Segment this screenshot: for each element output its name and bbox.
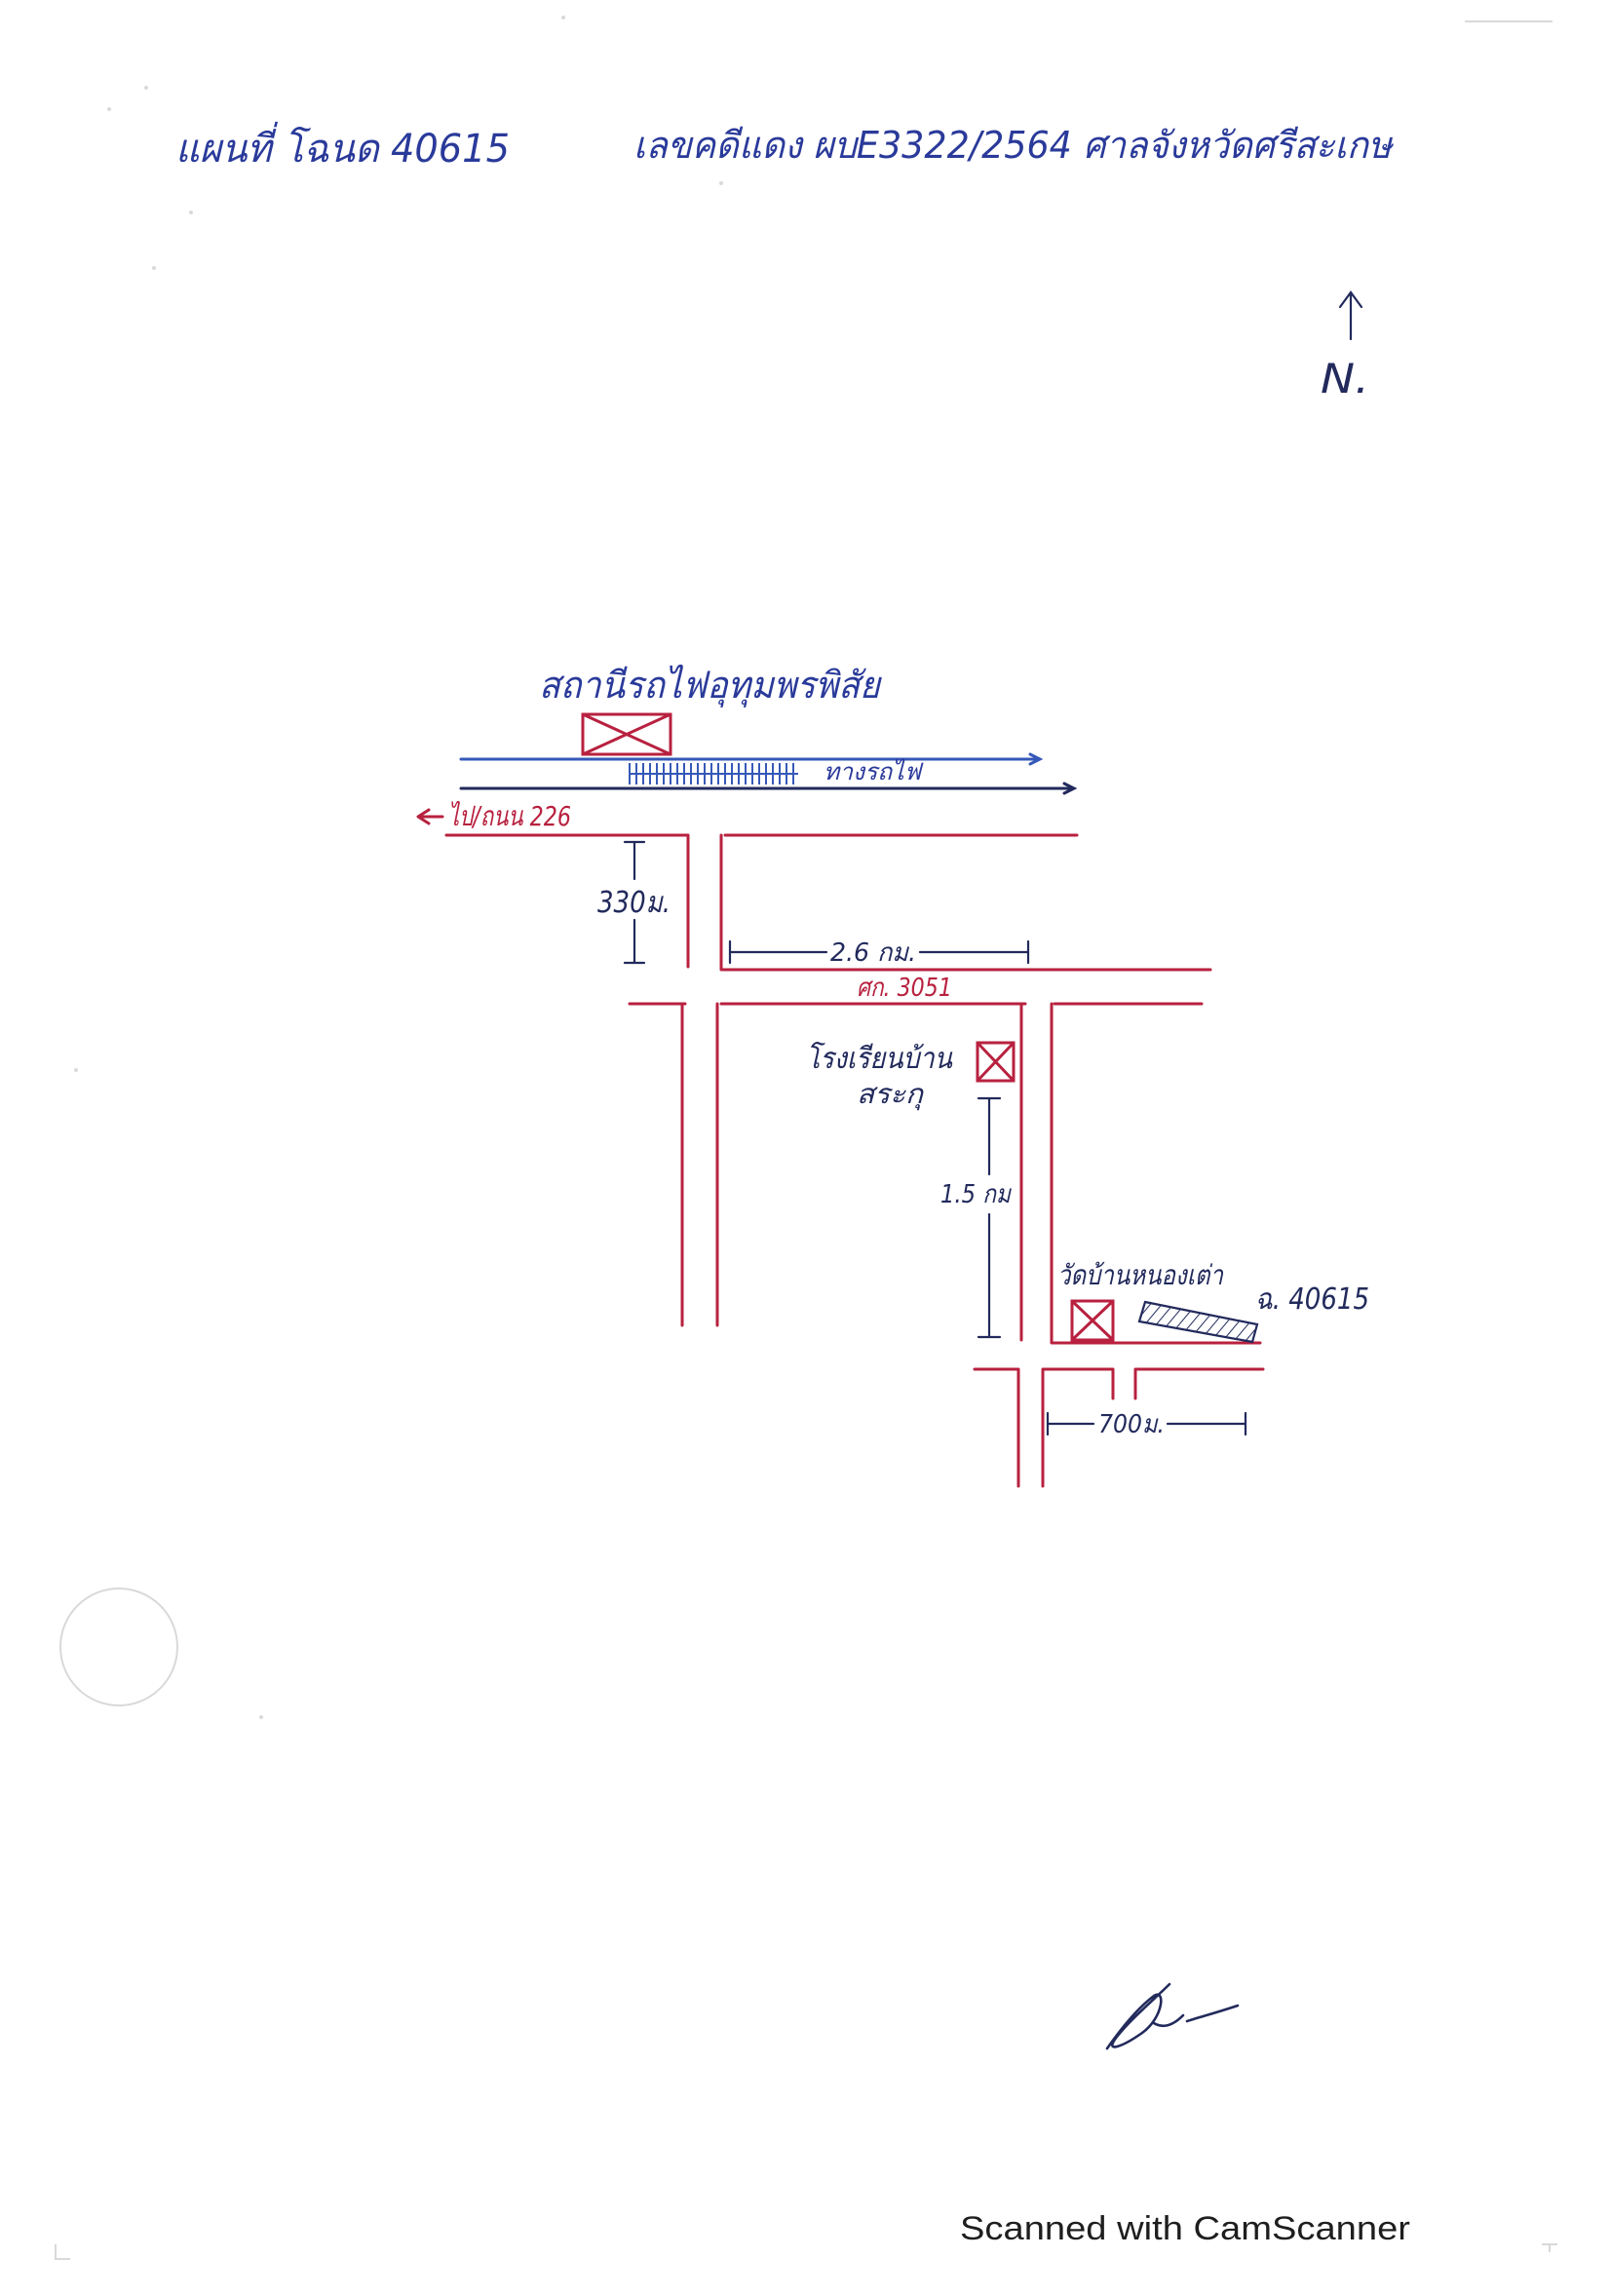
land-parcel: ฉ. 40615: [1137, 1282, 1369, 1344]
school-name-line1: โรงเรียนบ้าน: [806, 1041, 953, 1076]
temple-name: วัดบ้านหนองเต่า: [1057, 1259, 1224, 1291]
page-title: แผนที่ โฉนด 40615: [175, 121, 510, 172]
distance-label-2-6km: 2.6 กม.: [830, 938, 916, 968]
scan-artifact-ring: [59, 1588, 178, 1706]
road-3051-label: ศก. 3051: [857, 974, 952, 1003]
scan-speck: [152, 266, 156, 270]
temple-marker-cross: [1070, 1299, 1115, 1342]
school-name-line2: สระกุ: [857, 1078, 925, 1111]
railway-track-label: ทางรถไฟ: [824, 758, 924, 785]
distance-label-1-5km: 1.5 กม: [940, 1180, 1013, 1209]
distance-annotations: 330ม. 2.6 กม. 1.5 กม 700ม.: [597, 840, 1247, 1439]
station-name: สถานีรถไฟอุทุมพรพิสัย: [539, 664, 883, 708]
dimension-line-330m: [623, 840, 646, 965]
lower-junction-edges: [973, 1367, 1265, 1488]
distance-label-700m: 700ม.: [1098, 1410, 1165, 1439]
railway: สถานีรถไฟอุทุมพรพิสัย ทางรถไฟ: [459, 664, 1078, 795]
school-marker-cross: [976, 1041, 1016, 1083]
scan-artifact-corner-mark: [55, 2244, 70, 2260]
railway-north-rail: [459, 752, 1044, 766]
temple-road-edges: [1019, 1002, 1262, 1345]
railway-ties: [629, 763, 798, 784]
station-marker-cross: [582, 712, 671, 756]
scan-speck: [144, 86, 148, 90]
scan-speck: [719, 181, 723, 185]
south-road-edges: [680, 1002, 719, 1327]
school-marker-box: [976, 1041, 1016, 1083]
school-marker-icon: [976, 1041, 1016, 1083]
north-arrow-icon: [1338, 290, 1363, 341]
road-network: ศก. 3051: [444, 833, 1265, 1488]
railway-south-rail: [459, 782, 1078, 795]
north-indicator: N.: [1321, 290, 1369, 402]
scan-speck: [189, 210, 193, 214]
station-marker-icon: [581, 712, 672, 756]
case-reference: เลขคดีแดง ผบE3322/2564 ศาลจังหวัดศรีสะเก…: [633, 124, 1395, 167]
dimension-line-700m: [1046, 1411, 1247, 1436]
temple-landmark: วัดบ้านหนองเต่า: [1057, 1259, 1224, 1342]
scan-speck: [561, 16, 565, 19]
north-label: N.: [1321, 355, 1369, 402]
scan-artifact-corner-mark: [1542, 2243, 1557, 2252]
highway-direction-label: ไป/ถนน 226: [448, 800, 571, 832]
scan-speck: [107, 107, 111, 111]
dimension-line-1-5km: [977, 1096, 1002, 1339]
station-marker-box: [581, 712, 672, 756]
highway-direction: ไป/ถนน 226: [416, 800, 571, 832]
temple-marker-icon: [1070, 1299, 1115, 1342]
spur-road-east-edge: [719, 833, 1212, 972]
left-arrow-icon: [416, 808, 444, 825]
parcel-label: ฉ. 40615: [1255, 1282, 1369, 1317]
temple-marker-box: [1070, 1299, 1115, 1342]
dimension-line-2-6km: [728, 939, 1030, 965]
hatched-parcel-icon: [1137, 1300, 1259, 1344]
scanner-watermark: Scanned with CamScanner: [960, 2210, 1410, 2247]
scan-speck: [74, 1068, 78, 1072]
school-landmark: โรงเรียนบ้าน สระกุ: [806, 1041, 1016, 1111]
signature: [1105, 1982, 1240, 2050]
distance-label-330m: 330ม.: [597, 886, 671, 920]
scan-speck: [259, 1715, 263, 1719]
scan-artifacts: [55, 16, 1557, 2260]
